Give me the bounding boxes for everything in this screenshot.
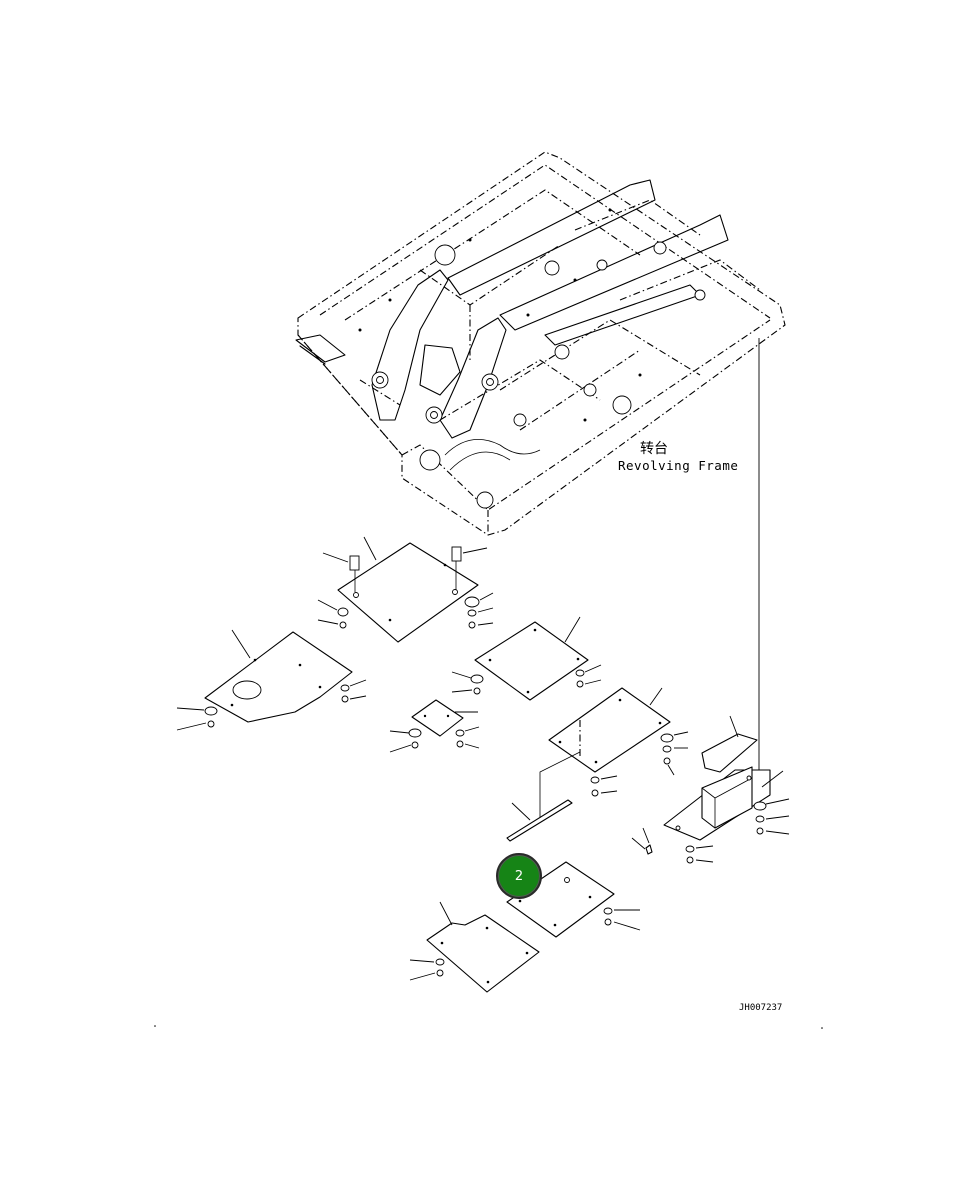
cover-plate-d (389, 699, 480, 753)
cover-plate-c (451, 616, 602, 701)
drawing-number: JH007237 (739, 1003, 783, 1013)
callout-number: 2 (514, 868, 524, 884)
callout-badge[interactable]: 2 (496, 853, 542, 899)
box-cover (631, 715, 790, 864)
cover-plate-b (176, 629, 367, 731)
frame-label-chinese: 转台 (640, 441, 668, 457)
revolving-frame (295, 151, 786, 536)
seal-strip (506, 751, 581, 842)
cover-plate-g (409, 901, 540, 993)
washer-bolt-set-a (317, 592, 494, 629)
cover-plate-e (548, 687, 689, 797)
frame-label-english: Revolving Frame (618, 458, 739, 473)
cover-plate-a (322, 536, 488, 643)
cover-plate-f (506, 861, 641, 938)
